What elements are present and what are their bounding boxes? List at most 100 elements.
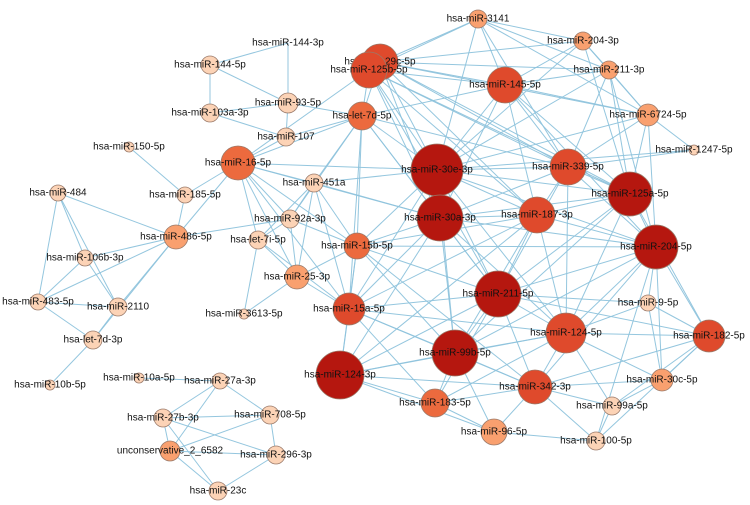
node-circle[interactable] bbox=[549, 148, 587, 186]
node-hsa-miR-30c-5p[interactable]: hsa-miR-30c-5p bbox=[626, 368, 698, 392]
node-hsa-miR-3613-5p[interactable]: hsa-miR-3613-5p bbox=[205, 309, 283, 320]
node-circle[interactable] bbox=[284, 264, 310, 290]
node-circle[interactable] bbox=[29, 293, 47, 311]
node-circle[interactable] bbox=[153, 408, 173, 428]
node-hsa-miR-27a-3p[interactable]: hsa-miR-27a-3p bbox=[184, 372, 256, 390]
node-hsa-miR-23c[interactable]: hsa-miR-23c bbox=[190, 481, 247, 501]
node-hsa-miR-708-5p[interactable]: hsa-miR-708-5p bbox=[234, 405, 306, 425]
node-circle[interactable] bbox=[123, 141, 135, 153]
node-hsa-miR-451a[interactable]: hsa-miR-451a bbox=[283, 173, 346, 193]
node-circle[interactable] bbox=[586, 431, 606, 451]
node-circle[interactable] bbox=[431, 329, 479, 377]
node-circle[interactable] bbox=[518, 196, 556, 234]
node-hsa-miR-10b-5p[interactable]: hsa-miR-10b-5p bbox=[14, 380, 86, 391]
node-hsa-miR-93-5p[interactable]: hsa-miR-93-5p bbox=[255, 92, 322, 114]
node-circle[interactable] bbox=[602, 396, 622, 416]
node-circle[interactable] bbox=[163, 224, 189, 250]
node-hsa-miR-483-5p[interactable]: hsa-miR-483-5p bbox=[2, 293, 74, 311]
node-circle[interactable] bbox=[159, 440, 181, 462]
node-circle[interactable] bbox=[347, 101, 377, 131]
node-circle[interactable] bbox=[639, 294, 657, 312]
node-circle[interactable] bbox=[633, 224, 679, 270]
node-hsa-miR-10a-5p[interactable]: hsa-miR-10a-5p bbox=[103, 373, 175, 384]
node-circle[interactable] bbox=[692, 319, 726, 353]
node-hsa-miR-211-5p[interactable]: hsa-miR-211-5p bbox=[463, 270, 534, 318]
node-circle[interactable] bbox=[176, 186, 194, 204]
node-hsa-miR-107[interactable]: hsa-miR-107 bbox=[257, 127, 315, 147]
node-hsa-miR-145-5p[interactable]: hsa-miR-145-5p bbox=[469, 66, 541, 104]
node-hsa-miR-185-5p[interactable]: hsa-miR-185-5p bbox=[149, 186, 221, 204]
node-circle[interactable] bbox=[76, 249, 94, 267]
node-circle[interactable] bbox=[607, 171, 653, 217]
node-hsa-miR-204-3p[interactable]: hsa-miR-204-3p bbox=[547, 31, 619, 51]
node-hsa-miR-1247-5p[interactable]: hsa-miR-1247-5p bbox=[655, 145, 733, 156]
node-circle[interactable] bbox=[486, 66, 524, 104]
node-circle[interactable] bbox=[474, 270, 522, 318]
node-hsa-miR-106b-3p[interactable]: hsa-miR-106b-3p bbox=[46, 249, 124, 267]
node-circle[interactable] bbox=[480, 418, 508, 446]
node-circle[interactable] bbox=[276, 127, 296, 147]
node-hsa-miR-16-5p[interactable]: hsa-miR-16-5p bbox=[205, 145, 272, 181]
node-circle[interactable] bbox=[468, 9, 488, 29]
node-circle[interactable] bbox=[108, 297, 128, 317]
node-circle[interactable] bbox=[238, 308, 250, 320]
node-hsa-let-7i-5p[interactable]: hsa-let-7i-5p bbox=[230, 230, 286, 250]
node-hsa-miR-144-5p[interactable]: hsa-miR-144-5p bbox=[174, 55, 246, 75]
node-circle[interactable] bbox=[266, 445, 286, 465]
node-circle[interactable] bbox=[133, 372, 145, 384]
node-hsa-miR-125a-5p[interactable]: hsa-miR-125a-5p bbox=[591, 171, 669, 217]
node-circle[interactable] bbox=[350, 51, 388, 89]
node-circle[interactable] bbox=[315, 350, 365, 400]
node-hsa-miR-103a-3p[interactable]: hsa-miR-103a-3p bbox=[171, 103, 249, 123]
node-circle[interactable] bbox=[220, 145, 256, 181]
node-hsa-let-7d-5p[interactable]: hsa-let-7d-5p bbox=[333, 101, 392, 131]
node-hsa-miR-486-5p[interactable]: hsa-miR-486-5p bbox=[140, 224, 212, 250]
node-hsa-miR-183-5p[interactable]: hsa-miR-183-5p bbox=[399, 388, 471, 418]
node-hsa-miR-30a-3p[interactable]: hsa-miR-30a-3p bbox=[404, 194, 476, 242]
node-hsa-miR-204-5p[interactable]: hsa-miR-204-5p bbox=[620, 224, 692, 270]
node-hsa-miR-124-3p[interactable]: hsa-miR-124-3p bbox=[304, 350, 376, 400]
node-hsa-miR-99a-5p[interactable]: hsa-miR-99a-5p bbox=[576, 396, 648, 416]
node-circle[interactable] bbox=[650, 368, 674, 392]
node-circle[interactable] bbox=[545, 312, 587, 354]
node-hsa-miR-211-3p[interactable]: hsa-miR-211-3p bbox=[574, 60, 645, 80]
node-hsa-miR-187-3p[interactable]: hsa-miR-187-3p bbox=[501, 196, 573, 234]
node-hsa-miR-150-5p[interactable]: hsa-miR-150-5p bbox=[93, 142, 165, 153]
node-circle[interactable] bbox=[517, 369, 553, 405]
node-circle[interactable] bbox=[599, 60, 619, 80]
node-circle[interactable] bbox=[416, 194, 464, 242]
node-hsa-miR-342-3p[interactable]: hsa-miR-342-3p bbox=[499, 369, 571, 405]
node-hsa-miR-96-5p[interactable]: hsa-miR-96-5p bbox=[461, 418, 528, 446]
node-hsa-miR-296-3p[interactable]: hsa-miR-296-3p bbox=[240, 445, 312, 465]
node-circle[interactable] bbox=[304, 173, 324, 193]
node-hsa-miR-144-3p[interactable]: hsa-miR-144-3p bbox=[252, 38, 324, 49]
node-circle[interactable] bbox=[688, 144, 700, 156]
node-circle[interactable] bbox=[200, 55, 220, 75]
node-hsa-miR-182-5p[interactable]: hsa-miR-182-5p bbox=[673, 319, 745, 353]
node-circle[interactable] bbox=[44, 379, 56, 391]
node-circle[interactable] bbox=[280, 209, 300, 229]
node-hsa-miR-15b-5p[interactable]: hsa-miR-15b-5p bbox=[321, 232, 393, 260]
node-circle[interactable] bbox=[332, 292, 366, 326]
node-circle[interactable] bbox=[277, 92, 299, 114]
node-hsa-miR-484[interactable]: hsa-miR-484 bbox=[29, 184, 87, 202]
node-circle[interactable] bbox=[260, 405, 280, 425]
node-hsa-miR-6724-5p[interactable]: hsa-miR-6724-5p bbox=[609, 103, 687, 127]
node-circle[interactable] bbox=[248, 230, 268, 250]
node-circle[interactable] bbox=[343, 232, 371, 260]
node-circle[interactable] bbox=[208, 481, 228, 501]
node-hsa-miR-9-5p[interactable]: hsa-miR-9-5p bbox=[618, 294, 679, 312]
node-hsa-miR-2110[interactable]: hsa-miR-2110 bbox=[87, 297, 149, 317]
node-hsa-miR-125b-5p[interactable]: hsa-miR-125b-5p bbox=[330, 51, 408, 89]
node-hsa-miR-25-3p[interactable]: hsa-miR-25-3p bbox=[264, 264, 331, 290]
node-circle[interactable] bbox=[636, 103, 660, 127]
node-hsa-miR-92a-3p[interactable]: hsa-miR-92a-3p bbox=[254, 209, 326, 229]
node-circle[interactable] bbox=[83, 330, 103, 350]
node-circle[interactable] bbox=[420, 388, 450, 418]
node-hsa-let-7d-3p[interactable]: hsa-let-7d-3p bbox=[64, 330, 123, 350]
node-circle[interactable] bbox=[573, 31, 593, 51]
node-circle[interactable] bbox=[211, 372, 229, 390]
node-hsa-miR-27b-3p[interactable]: hsa-miR-27b-3p bbox=[127, 408, 199, 428]
node-hsa-miR-3141[interactable]: hsa-miR-3141 bbox=[447, 9, 510, 29]
node-hsa-miR-339-5p[interactable]: hsa-miR-339-5p bbox=[532, 148, 604, 186]
